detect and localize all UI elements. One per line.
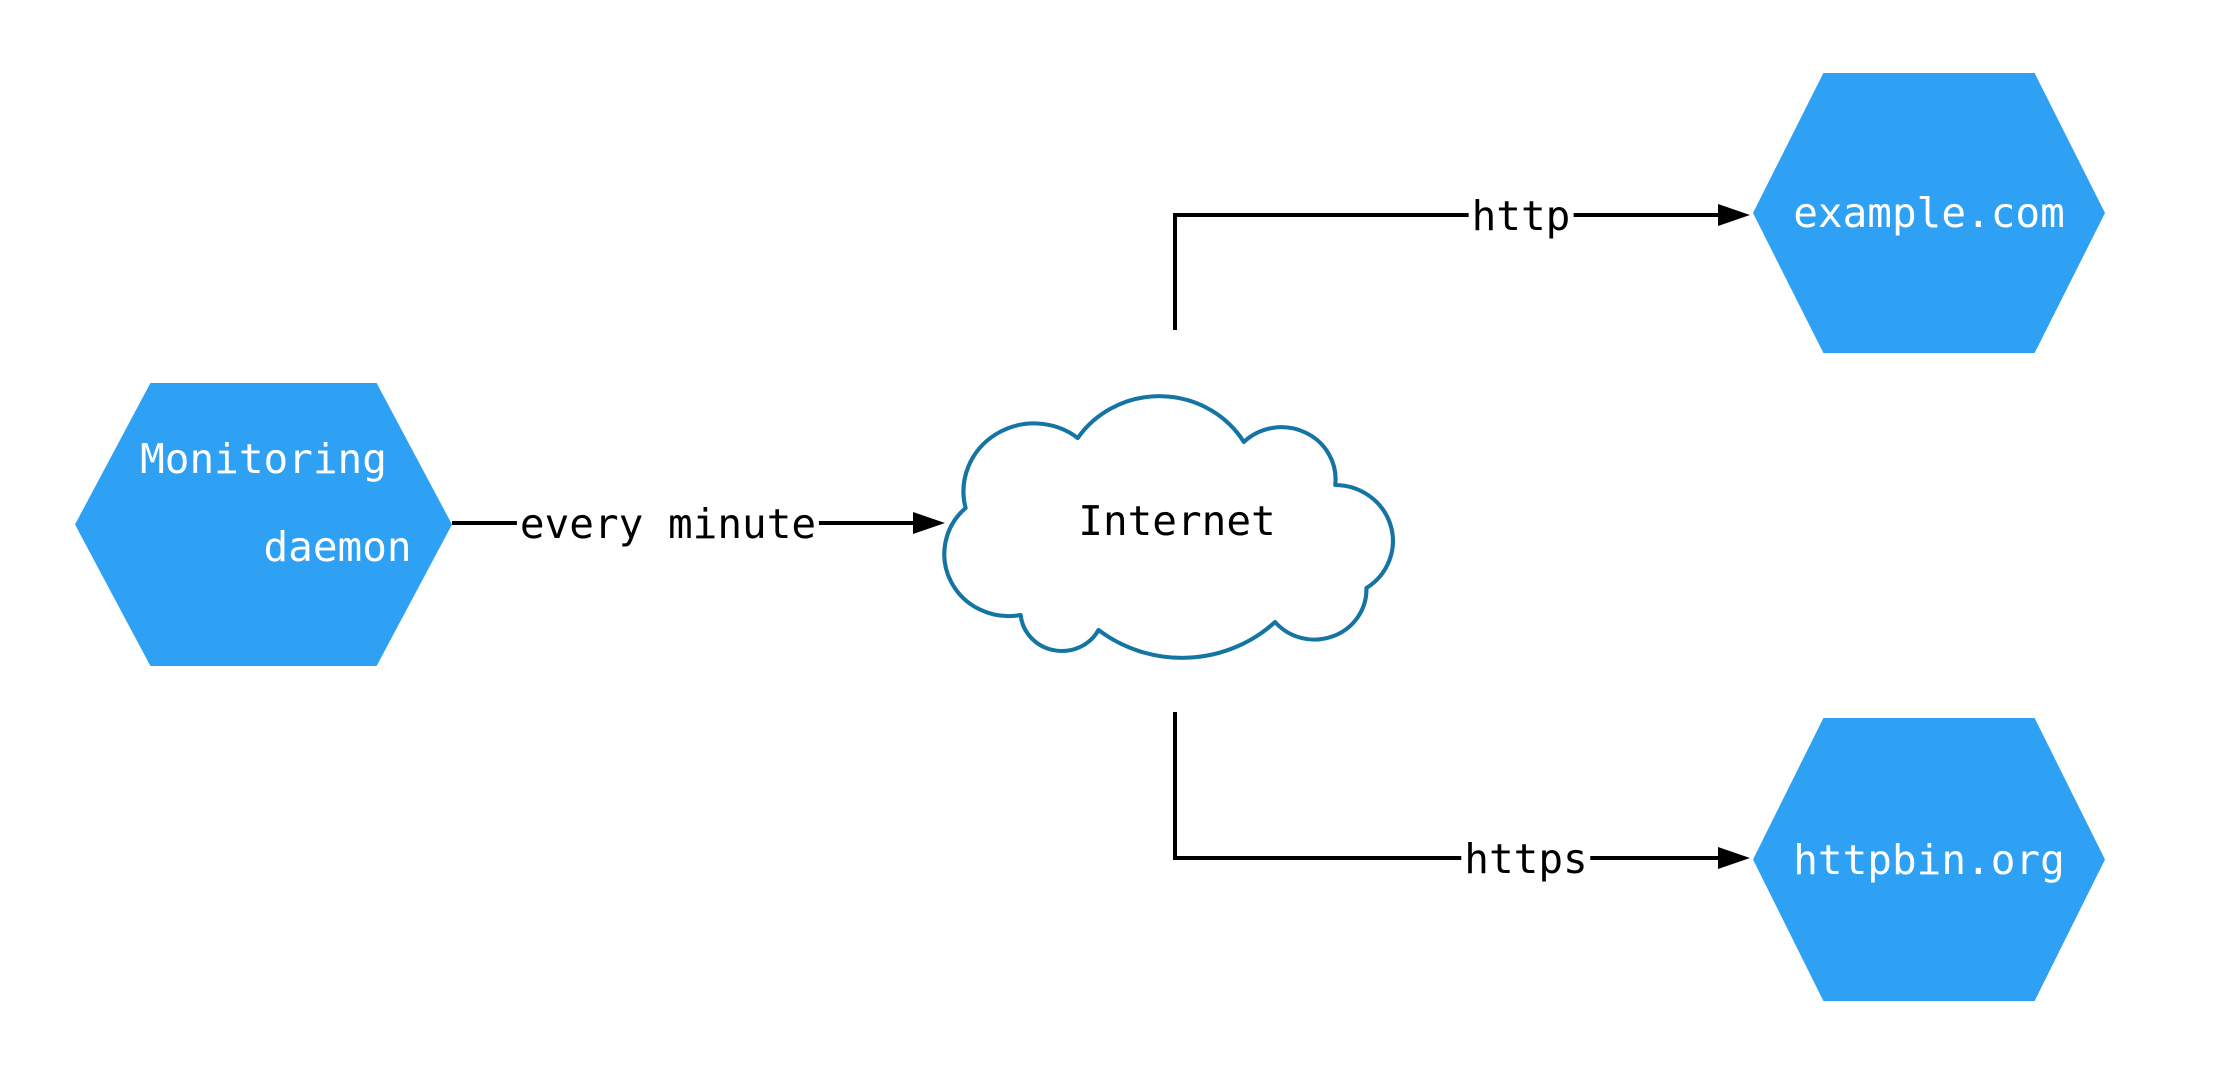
arrowhead-into-internet <box>913 512 945 534</box>
edge-label-every-minute: every minute <box>516 500 820 548</box>
edge-internet-to-example-vertical-line <box>1173 215 1177 330</box>
edge-internet-to-example-horizontal-line <box>1173 213 1718 217</box>
node-example-com-label: example.com <box>1793 189 2065 237</box>
node-monitoring-daemon-label-line1: Monitoring <box>140 434 387 483</box>
node-monitoring-daemon-label-line2: daemon <box>263 522 412 571</box>
arrowhead-into-httpbin <box>1718 847 1750 869</box>
edge-label-https: https <box>1461 835 1591 883</box>
node-httpbin-org: httpbin.org <box>1753 718 2105 1001</box>
node-internet-label: Internet <box>1078 497 1276 545</box>
node-example-com: example.com <box>1753 73 2105 353</box>
cloud-shape <box>942 394 1395 660</box>
node-httpbin-org-label: httpbin.org <box>1793 835 2065 884</box>
node-internet <box>922 380 1410 665</box>
node-monitoring-daemon-label: Monitoring daemon <box>115 434 412 613</box>
node-monitoring-daemon: Monitoring daemon <box>75 383 452 666</box>
edge-internet-to-httpbin-vertical-line <box>1173 712 1177 860</box>
arrowhead-into-example <box>1718 204 1750 226</box>
edge-label-http: http <box>1468 192 1574 240</box>
edge-internet-to-httpbin-horizontal-line <box>1173 856 1718 860</box>
